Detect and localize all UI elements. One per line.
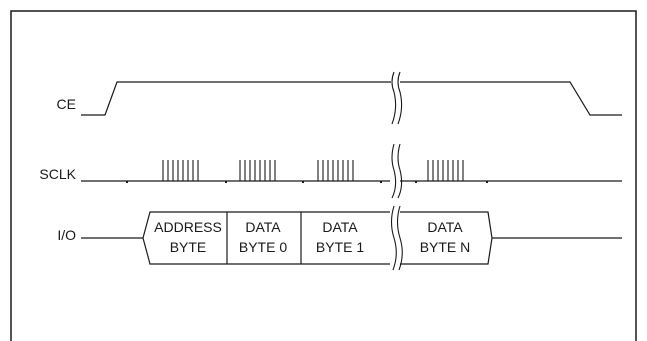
sclk-burst	[239, 160, 276, 181]
io-label: I/O	[57, 227, 76, 243]
io-bus-envelope	[142, 211, 493, 265]
time-break-sclk	[390, 143, 403, 199]
segment-address-byte: ADDRESS BYTE	[154, 219, 222, 255]
sclk-idle-tick	[225, 181, 227, 183]
segment-line2: BYTE N	[420, 239, 471, 255]
sclk-burst	[162, 160, 199, 181]
sclk-idle-tick	[380, 181, 382, 183]
segment-line2: BYTE 1	[316, 239, 364, 255]
sclk-idle-ticks	[126, 181, 488, 183]
sclk-bursts	[162, 160, 464, 181]
sclk-burst	[427, 160, 464, 181]
segment-line1: DATA	[427, 219, 463, 235]
segment-data-byte-0: DATA BYTE 0	[239, 219, 287, 255]
ce-label: CE	[57, 96, 76, 112]
segment-data-byte-1: DATA BYTE 1	[316, 219, 364, 255]
segment-line2: BYTE	[170, 239, 207, 255]
segment-line1: DATA	[245, 219, 281, 235]
sclk-burst	[317, 160, 354, 181]
segment-line1: DATA	[322, 219, 358, 235]
segment-line1: ADDRESS	[154, 219, 222, 235]
segment-data-byte-n: DATA BYTE N	[420, 219, 471, 255]
segment-line2: BYTE 0	[239, 239, 287, 255]
sclk-label: SCLK	[39, 166, 76, 182]
time-break-io	[390, 205, 403, 271]
diagram-border	[10, 10, 637, 341]
ce-waveform	[81, 81, 622, 116]
sclk-idle-tick	[486, 181, 488, 183]
sclk-idle-tick	[302, 181, 304, 183]
sclk-idle-tick	[415, 181, 417, 183]
sclk-idle-tick	[126, 181, 128, 183]
time-break-ce	[391, 71, 403, 125]
